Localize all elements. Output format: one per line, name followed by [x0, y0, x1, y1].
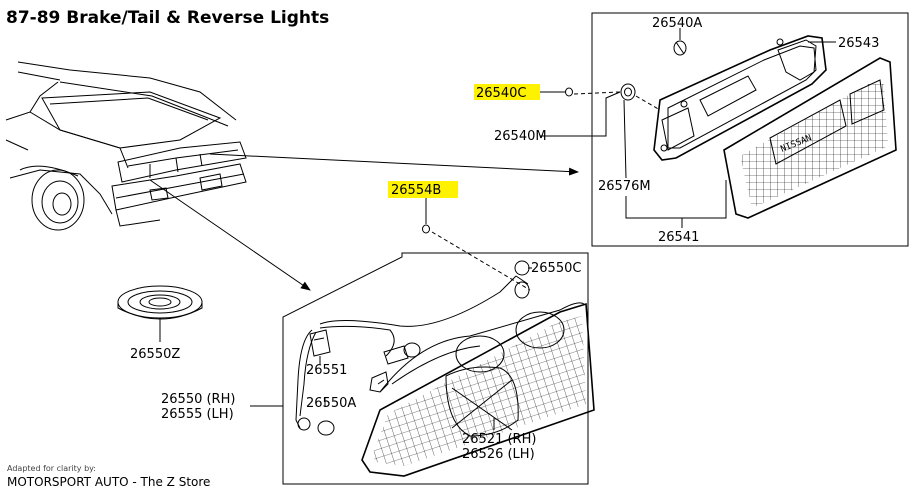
leader-26540m: [595, 91, 621, 137]
leader-26541-bracket: [625, 180, 727, 219]
label-26521-rh: 26521 (RH): [462, 432, 536, 447]
arrow-to-tail-lamp: [149, 179, 311, 291]
credit-line-1: Adapted for clarity by:: [7, 464, 96, 473]
bulb-26550c: [514, 260, 530, 299]
label-26550c: 26550C: [531, 261, 581, 276]
bulb-26540a: [673, 40, 687, 56]
diagram-title: 87-89 Brake/Tail & Reverse Lights: [6, 8, 329, 28]
label-26576m: 26576M: [598, 179, 651, 194]
highlight-26540c: [474, 84, 540, 100]
center-garnish-panel: NISSAN: [723, 57, 897, 219]
label-26543: 26543: [838, 36, 879, 51]
label-26550-rh: 26550 (RH): [161, 392, 235, 407]
label-26540c: 26540C: [476, 86, 526, 101]
tail-lamp-detail-box: [282, 252, 589, 485]
dash-26540c: [573, 91, 661, 111]
leader-26576m: [623, 99, 627, 179]
credit-line-2: MOTORSPORT AUTO - The Z Store: [7, 475, 210, 489]
highlight-26554b: [388, 181, 458, 198]
clip-26540c: [565, 87, 573, 97]
label-26551: 26551: [306, 363, 347, 378]
label-26540a: 26540A: [652, 16, 702, 31]
bulb-socket: [620, 83, 636, 101]
car-rear-illustration: [5, 61, 247, 231]
garnish-gasket: [653, 35, 827, 161]
tail-lamp-assembly: [361, 302, 595, 477]
label-26541: 26541: [658, 230, 699, 245]
label-26550z: 26550Z: [130, 347, 180, 362]
wiring-harness: [295, 275, 517, 436]
label-26540m: 26540M: [494, 129, 547, 144]
label-26550a: 26550A: [306, 396, 356, 411]
dash-26554b: [431, 231, 531, 291]
arrow-to-garnish: [209, 153, 579, 176]
garnish-detail-box: [591, 12, 909, 247]
grommet: [117, 285, 203, 320]
label-26554b: 26554B: [391, 183, 441, 198]
label-26526-lh: 26526 (LH): [462, 447, 535, 462]
clip-26554b: [422, 224, 430, 234]
label-26555-lh: 26555 (LH): [161, 407, 234, 422]
